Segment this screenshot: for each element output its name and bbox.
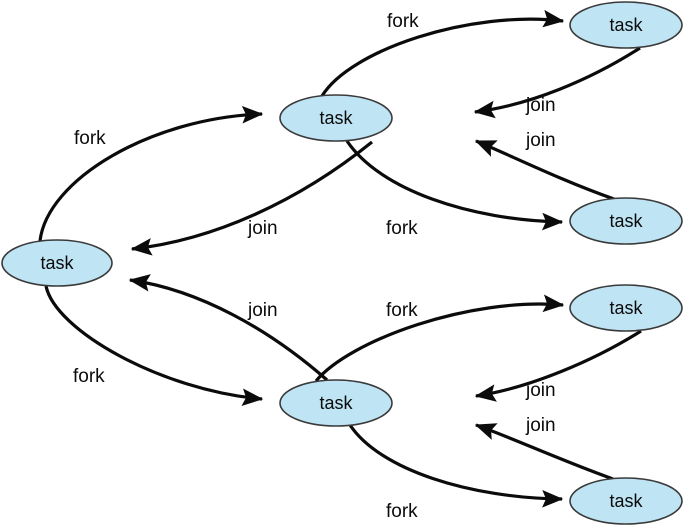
task-node-upper-mid[interactable]: task	[279, 94, 393, 142]
edge-label-fork-lower-b: fork	[386, 501, 418, 522]
edge-label-fork-root-lower: fork	[73, 366, 105, 387]
task-node-label: task	[40, 253, 74, 273]
task-node-label: task	[609, 15, 643, 35]
edge-label-fork-root-upper: fork	[74, 128, 106, 149]
task-node-upper-a[interactable]: task	[569, 1, 683, 49]
task-node-ellipse[interactable]	[569, 1, 683, 49]
edges-layer	[38, 9, 642, 508]
edge-join-lower-b-to-lower-mid	[474, 423, 614, 481]
edge-fork-root-to-lower-mid	[44, 285, 264, 407]
task-node-label: task	[609, 491, 643, 511]
edge-label-join-upper-root: join	[247, 218, 278, 239]
edge-fork-root-to-upper-mid	[38, 105, 264, 242]
edge-label-fork-lower-a: fork	[386, 300, 418, 321]
task-node-ellipse[interactable]	[1, 239, 113, 287]
edge-join-upper-mid-to-root	[130, 140, 374, 256]
edge-label-join-upper-a: join	[525, 95, 556, 116]
task-node-ellipse[interactable]	[279, 94, 393, 142]
task-node-upper-b[interactable]: task	[569, 197, 683, 245]
task-node-ellipse[interactable]	[279, 379, 393, 427]
task-node-lower-b[interactable]: task	[569, 477, 683, 525]
task-node-label: task	[609, 211, 643, 231]
edge-label-join-upper-b: join	[525, 130, 556, 151]
edge-label-join-lower-a: join	[525, 380, 556, 401]
edge-fork-upper-mid-to-upper-b	[345, 140, 564, 231]
task-node-label: task	[319, 393, 353, 413]
edge-fork-lower-mid-to-lower-b	[348, 424, 564, 508]
task-node-ellipse[interactable]	[569, 197, 683, 245]
edge-label-fork-upper-a: fork	[387, 11, 419, 32]
edge-join-lower-a-to-lower-mid	[474, 329, 642, 402]
task-node-label: task	[609, 298, 643, 318]
edge-fork-lower-mid-to-lower-a	[314, 294, 565, 383]
task-node-label: task	[319, 108, 353, 128]
edge-label-join-lower-b: join	[525, 415, 556, 436]
edge-join-upper-a-to-upper-mid	[473, 46, 641, 119]
edge-labels-layer: fork fork join join join fork join fork …	[73, 11, 556, 522]
edge-label-join-lower-root: join	[247, 300, 278, 321]
edge-join-upper-b-to-upper-mid	[474, 139, 615, 201]
task-node-ellipse[interactable]	[569, 477, 683, 525]
edge-label-fork-upper-b: fork	[386, 218, 418, 239]
task-node-lower-a[interactable]: task	[569, 284, 683, 332]
task-node-ellipse[interactable]	[569, 284, 683, 332]
task-node-lower-mid[interactable]: task	[279, 379, 393, 427]
edge-join-lower-mid-to-root	[128, 274, 329, 382]
edge-fork-upper-mid-to-upper-a	[320, 9, 565, 97]
task-node-root[interactable]: task	[1, 239, 113, 287]
